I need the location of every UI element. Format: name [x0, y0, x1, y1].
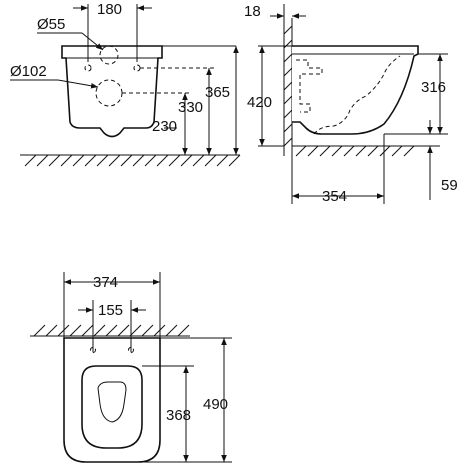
dim-18: 18: [244, 3, 261, 20]
front-toilet-body: [61, 45, 163, 138]
dim-368: 368: [166, 407, 191, 424]
dim-490: 490: [203, 396, 228, 413]
top-wall-hatch: [33, 324, 190, 337]
small-hole-circle: [99, 45, 119, 65]
dim-180: 180: [97, 1, 122, 18]
top-right-bolt: [128, 347, 134, 353]
dim-230: 230: [152, 118, 177, 135]
dim-354: 354: [322, 188, 347, 205]
top-view: 374 155 490 368: [30, 272, 232, 463]
dim-374: 374: [93, 274, 118, 291]
dim-dia-55: Ø55: [37, 16, 65, 33]
side-flush-pipe: [296, 59, 323, 113]
side-view: 18 420 316 354 59: [244, 3, 458, 205]
left-bolt-hole: [84, 64, 92, 72]
side-toilet-body: [292, 45, 419, 135]
wall-hatch: [283, 25, 293, 147]
side-floor-hatch: [295, 145, 415, 157]
front-floor-hatch: [24, 154, 241, 167]
dim-59: 59: [441, 177, 458, 194]
dim-365: 365: [205, 84, 230, 101]
top-seat-opening: [81, 365, 143, 449]
side-bowl-inner: [313, 55, 401, 135]
dim-330: 330: [178, 99, 203, 116]
top-bowl-inner: [97, 381, 127, 423]
dim-420: 420: [247, 94, 272, 111]
front-view: 180 Ø55 Ø102 365 330 230: [10, 1, 241, 167]
dim-dia-102: Ø102: [10, 63, 47, 80]
dim-155: 155: [98, 302, 123, 319]
dim-316: 316: [421, 79, 446, 96]
top-left-bolt: [90, 347, 96, 353]
